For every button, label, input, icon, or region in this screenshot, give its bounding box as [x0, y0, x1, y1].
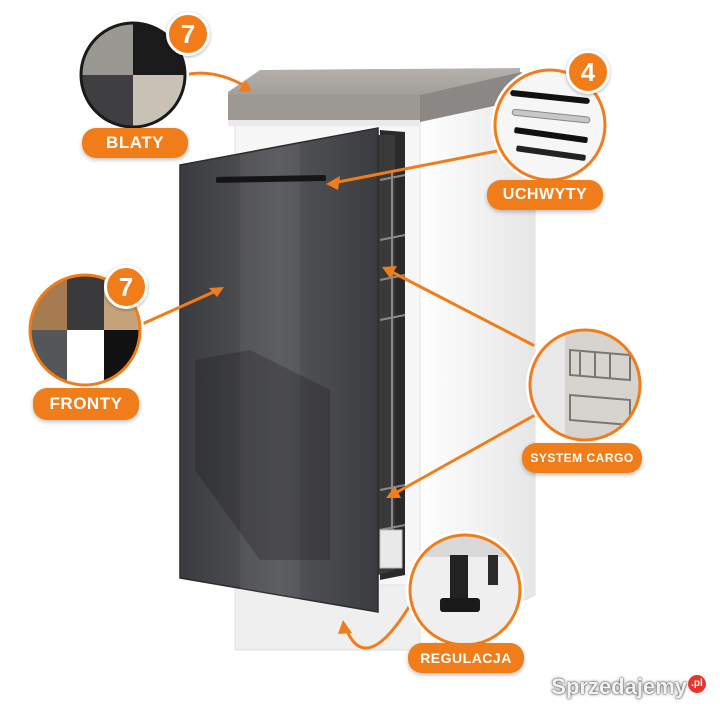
adjustment-label: REGULACJA — [408, 643, 524, 673]
fronts-label: FRONTY — [33, 388, 139, 420]
adjustable-feet-inset — [406, 531, 524, 649]
cargo-system-label: SYSTEM CARGO — [522, 443, 642, 473]
fronts-count-badge: 7 — [104, 265, 148, 309]
door-handle — [215, 175, 327, 183]
countertop — [228, 68, 522, 126]
drawer-box — [379, 529, 403, 569]
site-watermark: Sprzedajemy.pl — [551, 674, 706, 700]
callout-arrows — [138, 71, 537, 650]
cargo-inset — [526, 326, 644, 444]
arrow-heads — [209, 80, 401, 634]
cargo-baskets — [379, 170, 406, 540]
countertop-swatches — [77, 19, 189, 131]
countertops-label: BLATY — [82, 128, 188, 158]
countertop-count-badge: 7 — [166, 12, 210, 56]
cabinet-front-door — [179, 127, 379, 613]
watermark-text: Sprzedajemy — [551, 674, 687, 699]
watermark-suffix: .pl — [688, 674, 706, 693]
handles-count-badge: 4 — [566, 50, 610, 94]
handles-label: UCHWYTY — [487, 180, 603, 210]
